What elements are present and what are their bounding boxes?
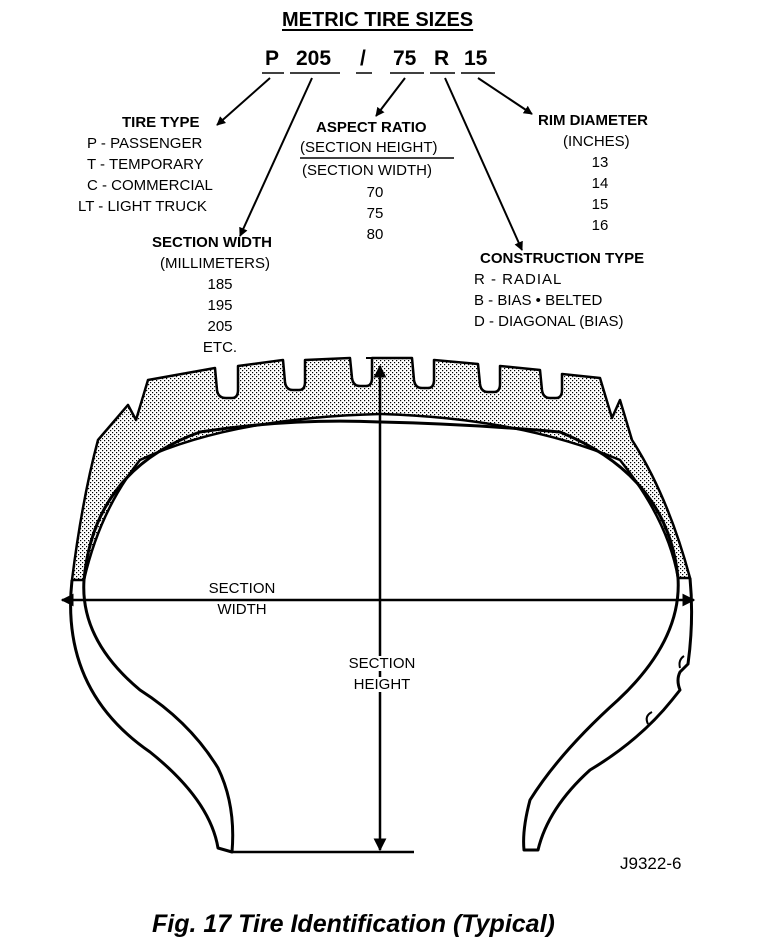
construction-type-item: R - RADIAL	[474, 271, 563, 288]
figure-id: J9322-6	[620, 854, 682, 873]
leader-arrows	[216, 77, 533, 251]
arrow-aspect-ratio	[375, 77, 406, 117]
figure-caption: Fig. 17 Tire Identification (Typical)	[152, 910, 555, 938]
rim-diameter-value: 16	[591, 217, 609, 234]
arrow-section-width	[239, 77, 313, 237]
section-width-label: WIDTH	[192, 602, 292, 617]
aspect-ratio-value: 75	[366, 205, 384, 222]
size-code-rim: 15	[464, 47, 488, 70]
size-code-width: 205	[296, 47, 332, 70]
section-width-value: 205	[207, 318, 233, 335]
tire-type-item: T - TEMPORARY	[87, 156, 204, 173]
size-code-aspect: 75	[393, 47, 417, 70]
section-width-value: 185	[207, 276, 233, 293]
arrow-construction-type	[444, 77, 523, 251]
arrow-tire-type	[216, 77, 271, 126]
aspect-ratio-value: 80	[366, 226, 384, 243]
rim-diameter-value: 13	[591, 154, 609, 171]
construction-type-heading: CONSTRUCTION TYPE	[480, 250, 645, 267]
section-width-value: 195	[207, 297, 233, 314]
section-width-unit: (MILLIMETERS)	[160, 255, 271, 272]
tire-type-item: LT - LIGHT TRUCK	[78, 198, 207, 215]
size-code-p: P	[265, 47, 280, 70]
aspect-ratio-value: 70	[366, 184, 384, 201]
sidewall-notch-upper	[678, 655, 685, 669]
section-width-label: SECTION	[192, 581, 292, 596]
tire-casing-outline	[69, 419, 694, 854]
size-code-r: R	[434, 47, 450, 70]
aspect-ratio-heading: ASPECT RATIO	[316, 119, 427, 136]
size-code-slash: /	[360, 47, 366, 70]
tire-type-heading: TIRE TYPE	[122, 114, 200, 131]
tire-type-item: C - COMMERCIAL	[87, 177, 213, 194]
page-title: METRIC TIRE SIZES	[282, 9, 474, 31]
construction-type-item: D - DIAGONAL (BIAS)	[474, 313, 624, 330]
aspect-ratio-denominator: (SECTION WIDTH)	[302, 162, 432, 179]
construction-type-item: B - BIAS • BELTED	[474, 292, 603, 309]
sidewall-notch-lower	[645, 711, 653, 725]
section-width-heading: SECTION WIDTH	[152, 234, 272, 251]
rim-diameter-heading: RIM DIAMETER	[538, 112, 648, 129]
tire-type-item: P - PASSENGER	[87, 135, 203, 152]
section-height-label: HEIGHT	[332, 677, 432, 692]
rim-diameter-unit: (INCHES)	[563, 133, 630, 150]
rim-diameter-value: 14	[591, 175, 609, 192]
section-width-value: ETC.	[202, 339, 238, 356]
aspect-ratio-numerator: (SECTION HEIGHT)	[300, 139, 438, 156]
arrow-rim-diameter	[477, 77, 533, 115]
rim-diameter-value: 15	[591, 196, 609, 213]
section-height-label: SECTION	[332, 656, 432, 671]
